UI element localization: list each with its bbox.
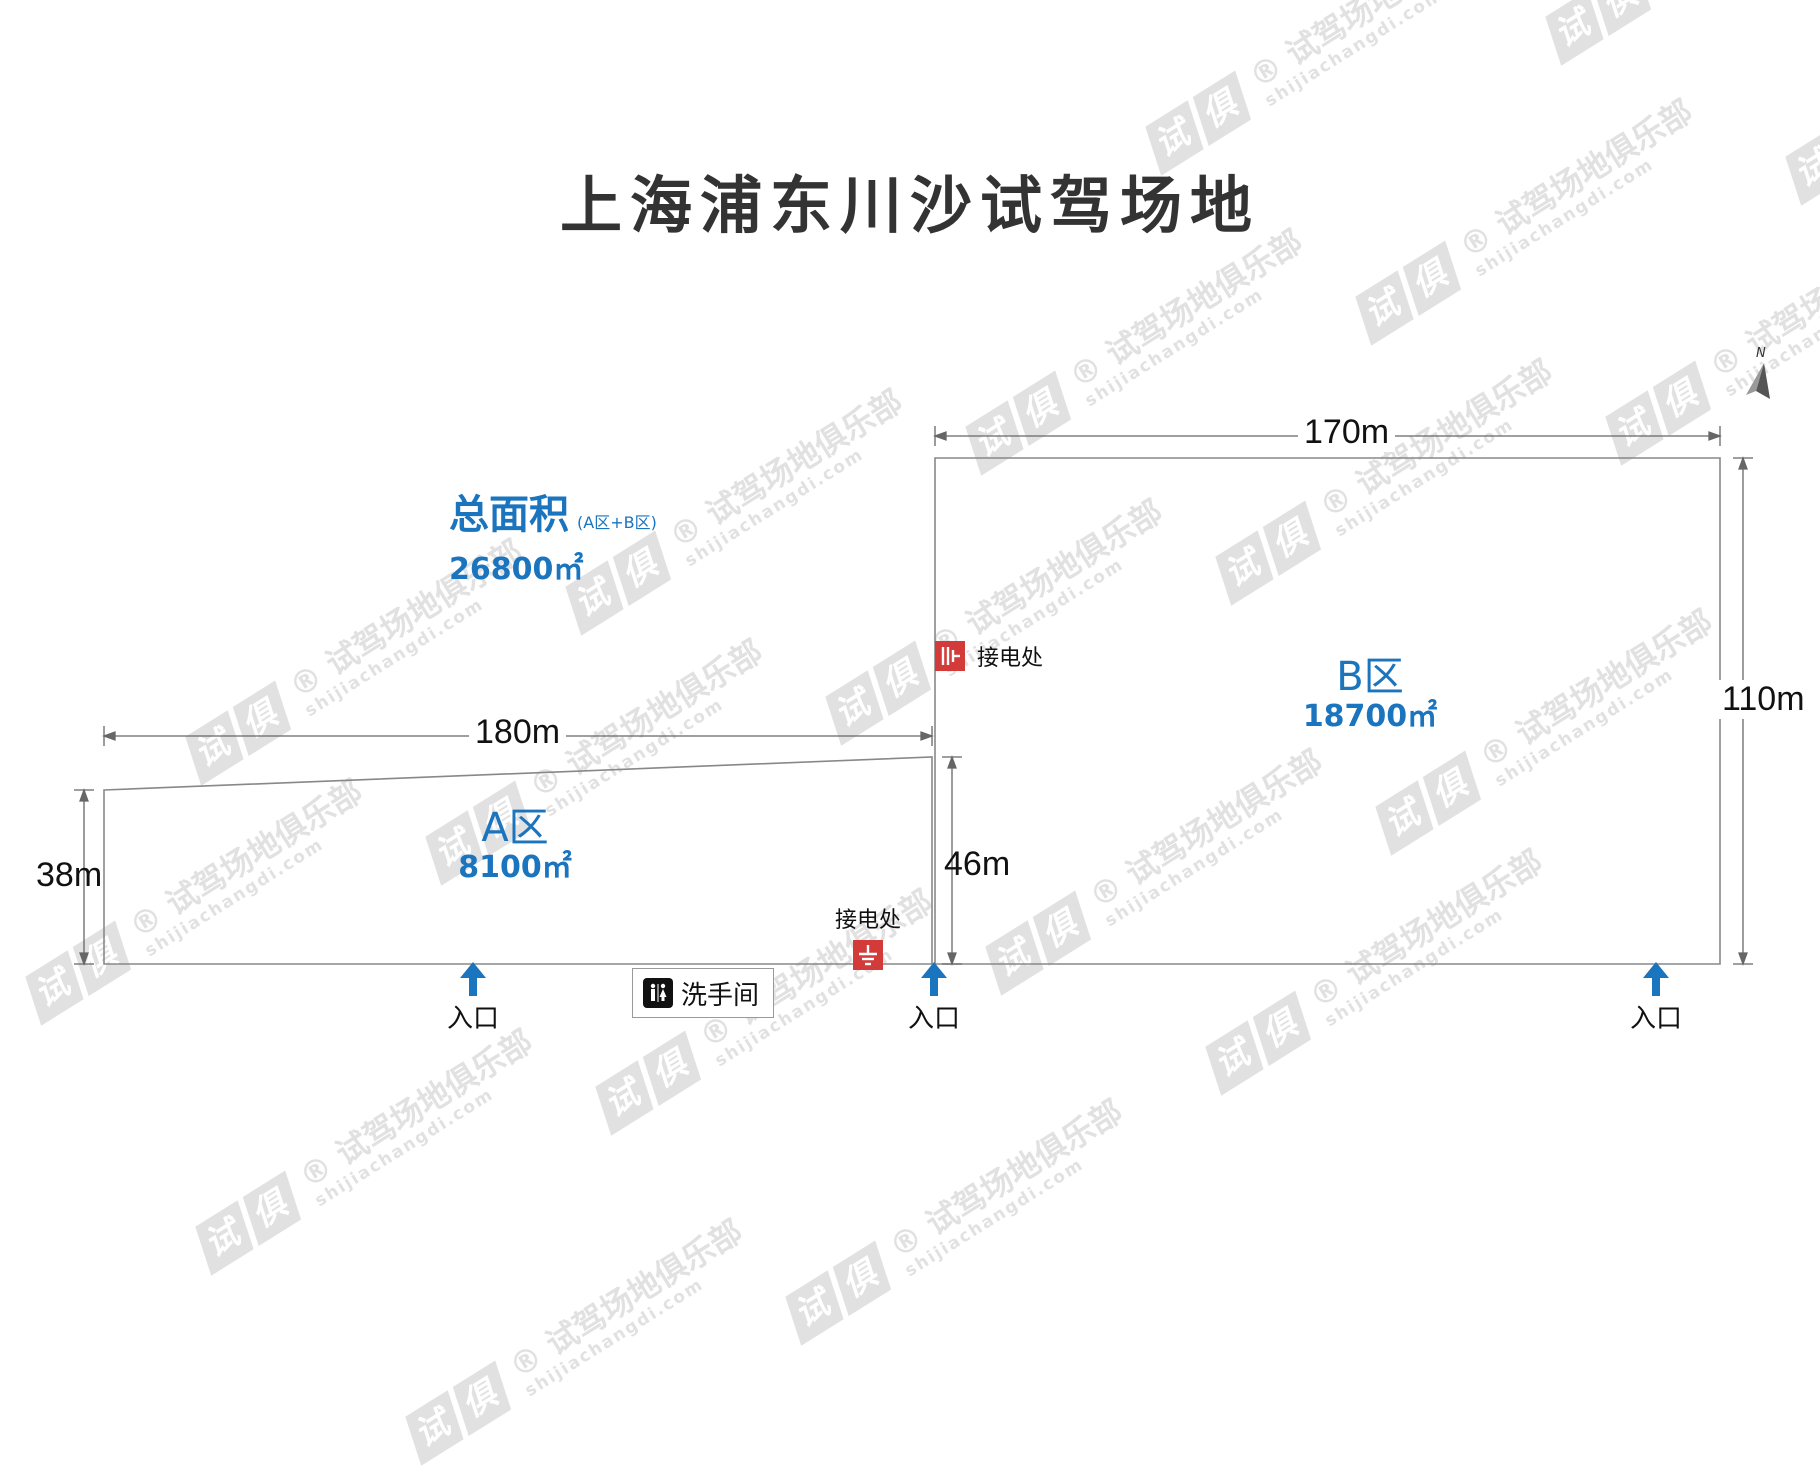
compass-label: N [1756,346,1766,361]
dim-label-a-width: 180m [469,713,567,752]
dim-label-b-width: 170m [1298,413,1396,452]
restroom-label: 洗手间 [681,980,760,1011]
restroom-icon [643,978,673,1008]
zone-a-name: A区 [481,805,549,851]
watermark-logo: 俱 [452,1360,512,1437]
power-plug-icon [935,641,965,671]
north-arrow-icon [1746,363,1770,399]
watermark-logo: 试 [405,1390,464,1466]
zone-b-name: B区 [1336,654,1404,700]
zone-b-label: B区 18700㎡ [1280,655,1460,735]
total-area-block: 总面积 (A区+B区) 26800㎡ [449,482,657,588]
north-compass: N [1742,346,1772,405]
entrance-3: 入口 [1596,960,1716,1035]
dim-label-a-left-height: 38m [36,856,103,894]
site-map [74,426,1753,966]
dim-label-b-height: 110m [1716,680,1811,719]
power-point-label: 接电处 [977,646,1044,671]
total-area-value: 26800㎡ [449,552,584,587]
restroom-sign: 洗手间 [632,968,774,1018]
zone-a-area: 8100㎡ [458,850,572,885]
power-point-2: 接电处 [832,902,904,970]
entrance-label: 入口 [1629,1004,1682,1034]
zone-a-label: A区 8100㎡ [425,806,605,886]
power-point-label: 接电处 [834,908,901,933]
entrance-label: 入口 [907,1004,960,1034]
dim-label-a-right-height: 46m [944,845,1011,883]
power-ground-icon [853,940,883,970]
arrow-up-icon [921,962,947,996]
page-title: 上海浦东川沙试驾场地 [559,169,1260,242]
total-area-note: (A区+B区) [577,513,657,532]
power-point-1: 接电处 [935,640,1043,672]
zone-a-outline [103,756,933,965]
zone-b-outline [934,457,1721,965]
entrance-1: 入口 [413,960,533,1035]
entrance-label: 入口 [446,1004,499,1034]
arrow-up-icon [460,962,486,996]
arrow-up-icon [1643,962,1669,996]
entrance-2: 入口 [874,960,994,1035]
total-area-label: 总面积 [449,492,569,538]
zone-b-area: 18700㎡ [1302,699,1438,734]
